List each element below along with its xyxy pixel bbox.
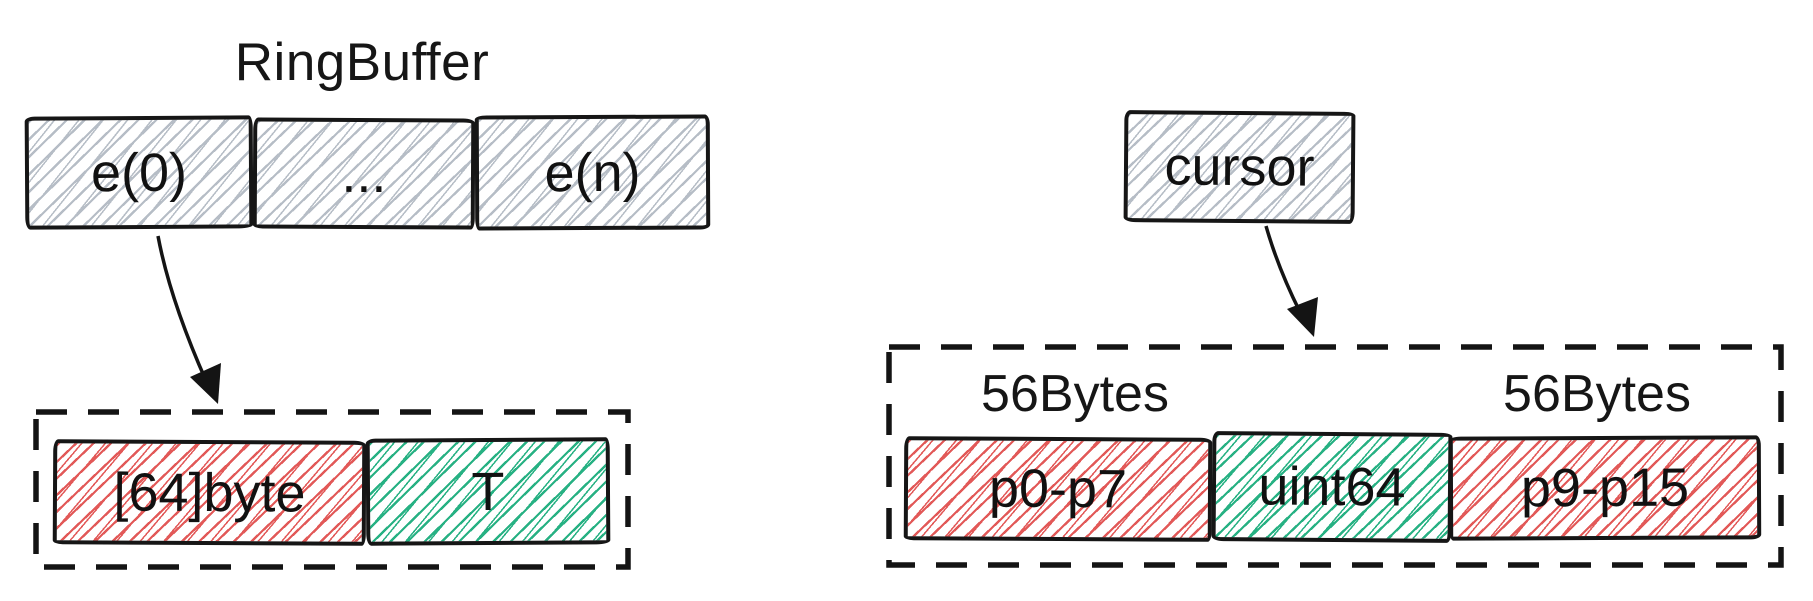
cursor-struct-cell-p0-p7: p0-p7	[903, 436, 1213, 542]
cursor-struct-cell-uint64: uint64	[1211, 431, 1453, 543]
padding-label-56bytes-right: 56Bytes	[1503, 365, 1691, 423]
cursor-box: cursor	[1123, 110, 1356, 224]
arrow-e0-to-element-struct	[156, 235, 209, 384]
ringbuffer-cell-e0: e(0)	[24, 115, 254, 230]
cursor-struct-cell-p9-p15: p9-p15	[1448, 435, 1762, 541]
ringbuffer-title: RingBuffer	[234, 33, 490, 92]
ringbuffer-cell-ellipsis: ...	[252, 117, 476, 230]
arrow-cursor-to-struct	[1264, 225, 1302, 313]
element-struct-cell-t: T	[365, 437, 611, 546]
padding-label-56bytes-left: 56Bytes	[981, 365, 1169, 423]
element-struct-cell-64byte: [64]byte	[52, 439, 367, 546]
ringbuffer-cell-en: e(n)	[474, 114, 711, 231]
arrowhead-e0-icon	[190, 363, 221, 404]
arrowhead-cursor-icon	[1287, 297, 1318, 337]
